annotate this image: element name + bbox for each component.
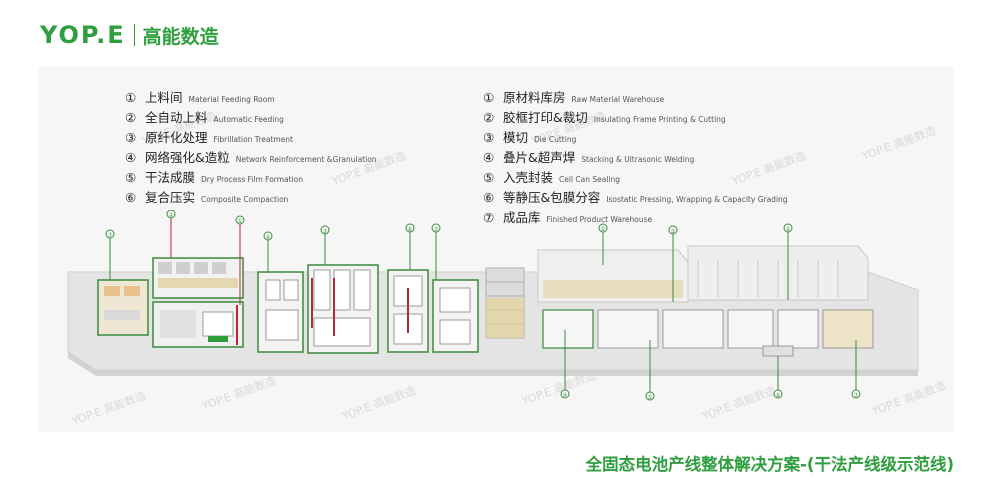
callout: ⑥ [773, 356, 783, 399]
svg-text:⑦: ⑦ [853, 392, 859, 399]
marker-line [407, 288, 409, 333]
header: YOP.E 高能数造 [40, 18, 219, 52]
callout: ⑤ [645, 340, 655, 401]
zone-network-reinforcement [257, 271, 304, 353]
zone-dry-film [432, 279, 479, 353]
callout: ⑥ [405, 223, 415, 270]
callout: ① [235, 215, 245, 305]
svg-text:⑥: ⑥ [775, 392, 780, 399]
callout: ⑦ [851, 340, 861, 399]
svg-text:④: ④ [265, 234, 270, 241]
callout: ④ [263, 231, 273, 272]
logo-divider [133, 24, 135, 46]
svg-text:①: ① [600, 226, 605, 233]
callout: ⑦ [105, 229, 115, 280]
callout: ④ [560, 330, 570, 399]
svg-text:⑦: ⑦ [107, 232, 113, 239]
cell-assembly-line [537, 245, 874, 357]
callout: ② [783, 223, 793, 300]
callouts-top-right: ① ③ ② [598, 223, 793, 302]
logo: YOP.E [40, 21, 126, 49]
svg-text:⑥: ⑥ [407, 226, 412, 233]
svg-text:②: ② [785, 226, 791, 233]
zone-feeding-room [97, 279, 149, 336]
marker-line [236, 305, 238, 345]
page-title: 全固态电池产线整体解决方案-(干法产线级示范线) [585, 455, 954, 474]
svg-text:②: ② [168, 212, 174, 219]
storage-racks [485, 267, 525, 339]
callouts-top-left: ⑦ ② ① ④ ③ ⑥ ⑦ [105, 210, 441, 305]
callout: ① [598, 223, 608, 265]
svg-text:⑦: ⑦ [433, 226, 439, 233]
zone-fibrillation [307, 264, 379, 354]
callout: ⑦ [431, 223, 441, 280]
marker-line [333, 278, 335, 336]
marker-line [311, 278, 313, 328]
brand-name: 高能数造 [142, 25, 219, 48]
svg-text:①: ① [237, 218, 242, 225]
callout: ③ [668, 225, 678, 302]
callouts-bottom: ④ ⑤ ⑥ ⑦ [560, 330, 861, 401]
callout: ③ [320, 225, 330, 265]
factory-layout-diagram: ⑦ ② ① ④ ③ ⑥ ⑦ [67, 210, 919, 401]
zone-material-room [152, 301, 244, 348]
svg-text:③: ③ [322, 228, 327, 235]
zone-automatic-feeding [152, 257, 244, 299]
floor-edge [68, 352, 918, 376]
svg-text:④: ④ [562, 392, 567, 399]
svg-text:⑤: ⑤ [647, 394, 652, 401]
dry-process-line [97, 257, 479, 354]
callout: ② [166, 210, 176, 258]
svg-text:③: ③ [670, 228, 675, 235]
